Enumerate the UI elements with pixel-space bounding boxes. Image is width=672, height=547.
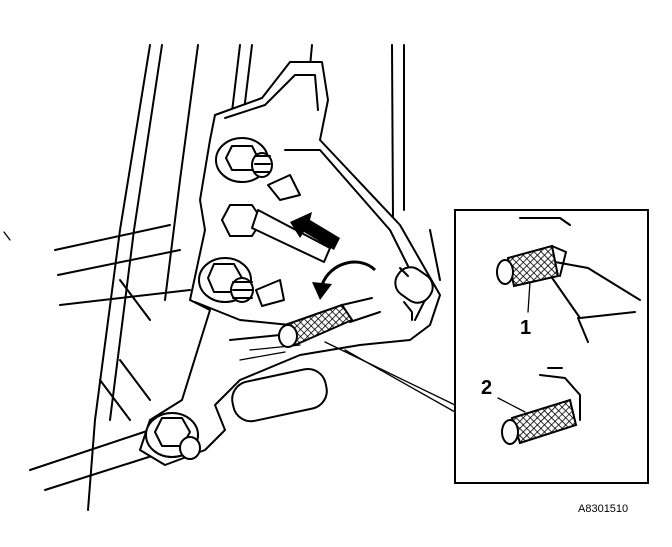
slotted-hole	[394, 266, 434, 321]
callout-2-number: 2	[481, 377, 492, 399]
hinge-bolt-bottom	[145, 412, 201, 460]
rotation-arrow-icon	[312, 260, 377, 300]
callout-1: 1	[520, 281, 531, 339]
push-arrow-icon	[290, 212, 340, 250]
callout-1-number: 1	[520, 317, 531, 339]
detail-leader-lines	[324, 341, 456, 413]
figure-code: A8301510	[578, 503, 628, 515]
knurled-pin-main	[278, 297, 381, 348]
hinge-plate	[139, 61, 441, 466]
stop-blocks	[255, 174, 301, 307]
detail-pin-2	[501, 398, 578, 445]
callout-2: 2	[481, 377, 526, 413]
detail-pin-1	[496, 244, 567, 288]
hinge-bolt-top	[215, 137, 273, 183]
hinge-bolt-lower	[198, 257, 254, 303]
door-frame-lines	[3, 44, 441, 511]
hinge-bolt-middle	[221, 204, 331, 263]
